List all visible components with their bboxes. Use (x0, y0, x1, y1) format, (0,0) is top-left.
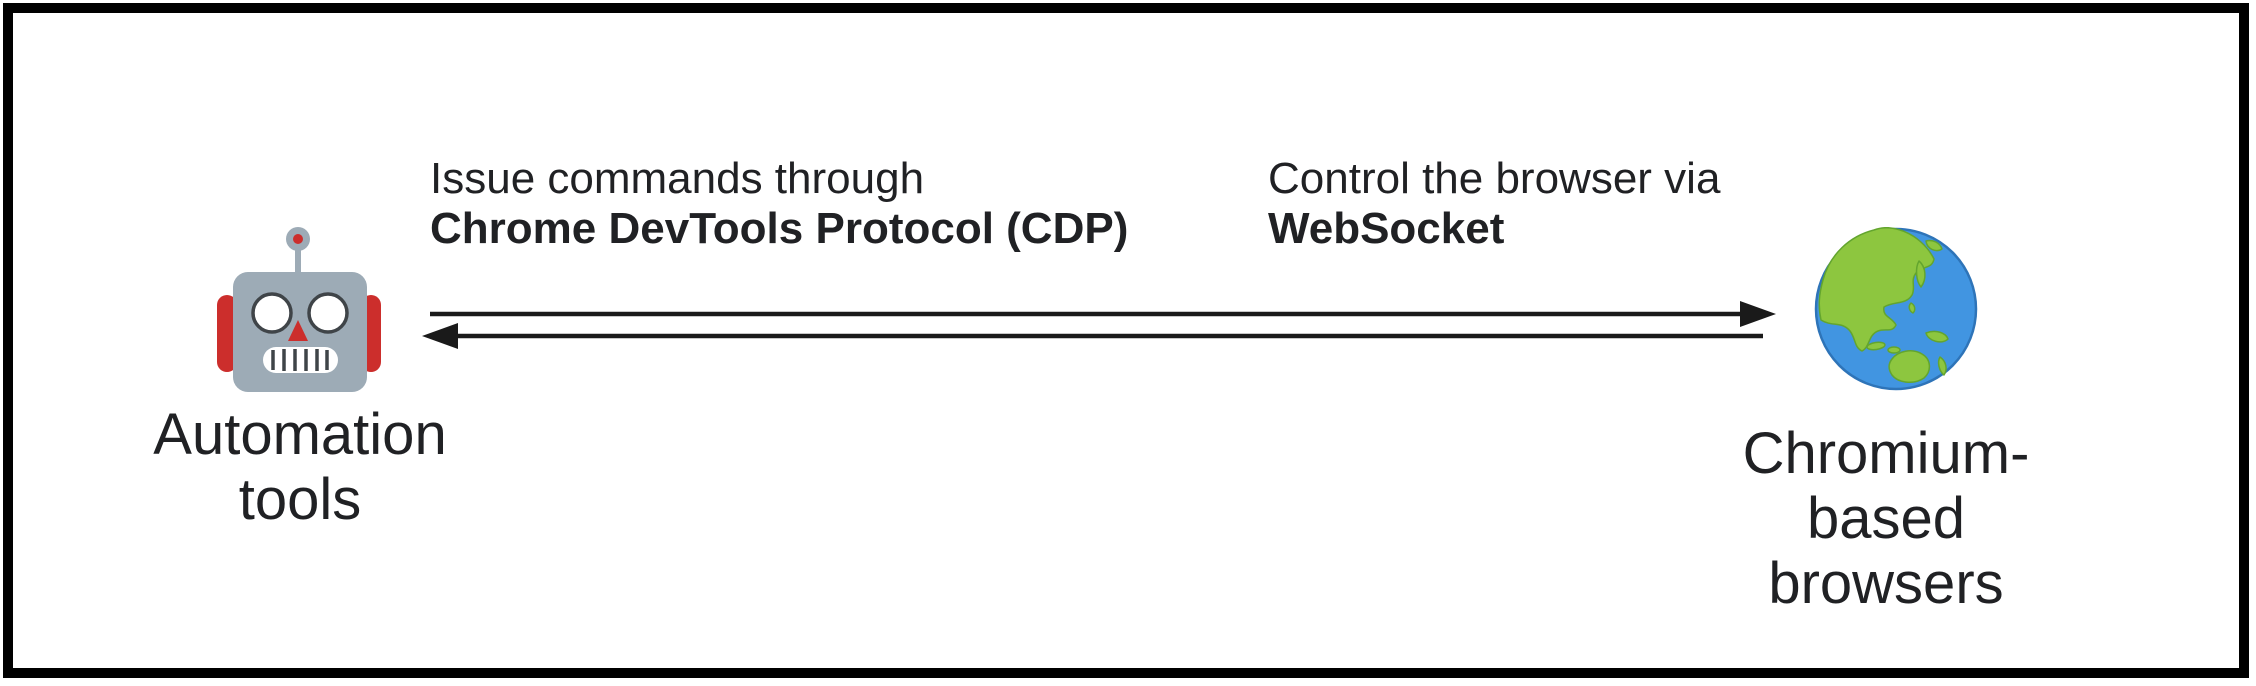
cdp-annotation: Issue commands through Chrome DevTools P… (430, 154, 1128, 254)
cdp-annotation-bold: Chrome DevTools Protocol (CDP) (430, 204, 1129, 253)
automation-tools-label-line1: Automation (153, 402, 447, 467)
cdp-annotation-regular: Issue commands through (430, 154, 925, 203)
return-arrow (422, 323, 1763, 349)
globe-icon (1814, 227, 1978, 391)
automation-tools-label-line2: tools (238, 467, 362, 532)
websocket-annotation-bold: WebSocket (1268, 204, 1505, 253)
automation-tools-label: Automation tools (90, 402, 510, 532)
connection-arrows (422, 301, 1776, 349)
chromium-browsers-label: Chromium-based browsers (1666, 421, 2106, 616)
robot-icon (217, 227, 381, 392)
chromium-browsers-label-line1: Chromium-based (1742, 421, 2030, 551)
forward-arrow (430, 301, 1776, 327)
return-arrowhead-icon (422, 323, 458, 349)
websocket-annotation: Control the browser via WebSocket (1268, 154, 1720, 254)
forward-arrowhead-icon (1740, 301, 1776, 327)
chromium-browsers-label-line2: browsers (1768, 551, 2004, 616)
websocket-annotation-regular: Control the browser via (1268, 154, 1721, 203)
